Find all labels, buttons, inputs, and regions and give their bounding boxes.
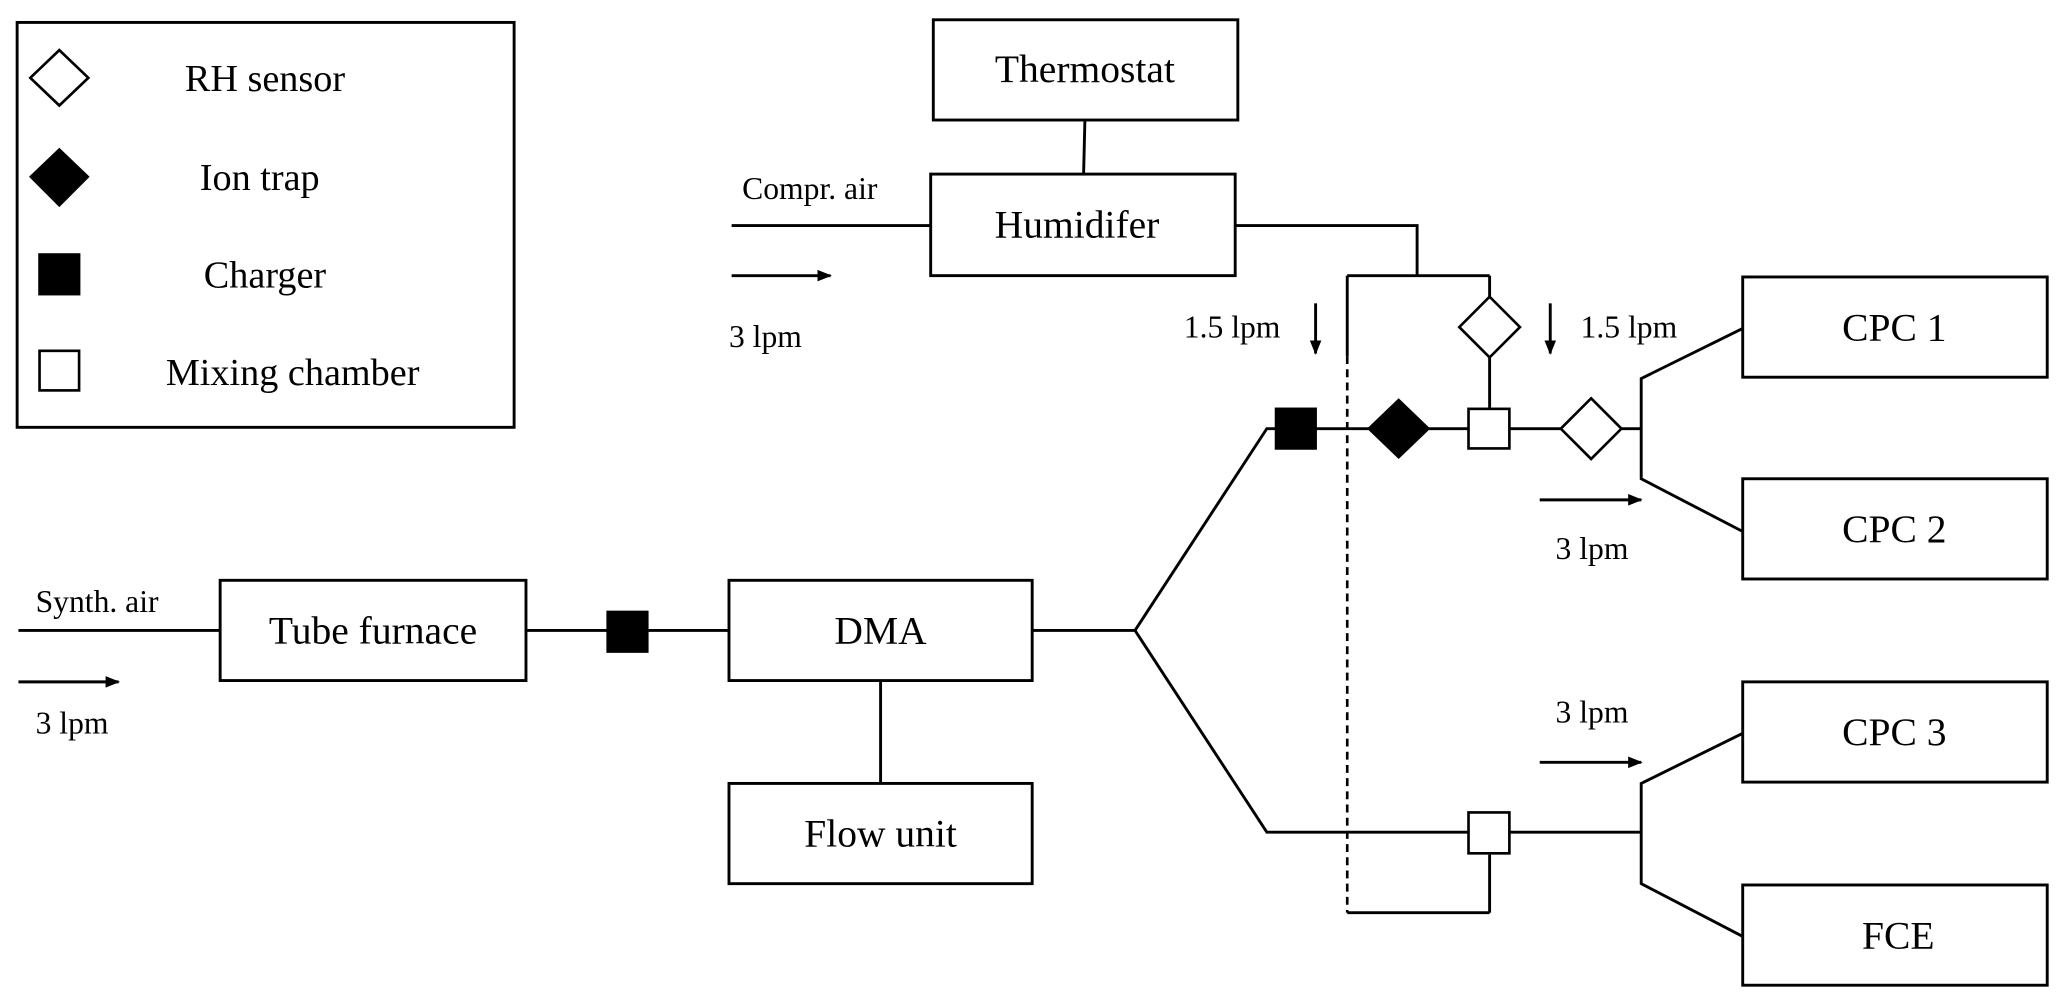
legend-frame — [15, 20, 516, 429]
compressed-air-flow-label: 3 lpm — [729, 319, 802, 354]
fce-box — [1741, 883, 2049, 987]
charger-icon — [606, 610, 649, 653]
flow-unit-box — [727, 781, 1034, 886]
tube-furnace-label: Tube furnace — [269, 609, 477, 653]
mixing-chamber-icon — [1467, 811, 1511, 855]
legend-label-charger: Charger — [204, 255, 327, 297]
rh-sensor-icon — [28, 48, 91, 108]
humidifier-box — [929, 172, 1237, 278]
ion-trap-icon — [29, 147, 90, 208]
thermostat-box — [931, 18, 1240, 122]
rh-sensor-icon — [1558, 396, 1624, 461]
legend-label-mixing-chamber: Mixing chamber — [166, 352, 420, 394]
rh-sensor-icon — [1457, 294, 1522, 360]
cpc1-cpc2-split-line — [1639, 327, 1744, 533]
compressed-air-label: Compr. air — [742, 171, 878, 206]
thermostat-link — [1082, 119, 1087, 175]
flow-unit-label: Flow unit — [804, 812, 957, 856]
upper-branch-line — [1133, 427, 1642, 632]
cpc3-fce-split-line — [1639, 732, 1744, 938]
synthetic-air-label: Synth. air — [36, 584, 159, 619]
split-left-flow-label: 1.5 lpm — [1184, 310, 1281, 345]
split-right-flow-label: 1.5 lpm — [1581, 310, 1678, 345]
cpc2-box — [1741, 477, 2049, 581]
lower-branch-flow-label: 3 lpm — [1556, 695, 1629, 730]
ion-trap-icon — [1367, 398, 1431, 459]
humidifier-label: Humidifer — [995, 202, 1160, 246]
cpc3-label: CPC 3 — [1842, 710, 1946, 754]
legend-label-rh-sensor: RH sensor — [185, 58, 346, 100]
fce-label: FCE — [1862, 913, 1935, 957]
legend-label-ion-trap: Ion trap — [200, 157, 320, 199]
lower-branch-line — [1133, 629, 1642, 834]
mixing-chamber-icon — [1467, 407, 1511, 450]
mixing-chamber-icon — [38, 349, 81, 392]
cpc1-label: CPC 1 — [1842, 305, 1946, 349]
thermostat-label: Thermostat — [995, 47, 1175, 91]
dma-box — [727, 578, 1034, 683]
synthetic-air-flow-label: 3 lpm — [36, 705, 109, 740]
upper-branch-flow-label: 3 lpm — [1556, 531, 1629, 566]
charger-icon — [1274, 407, 1317, 450]
charger-icon — [38, 253, 81, 296]
dma-label: DMA — [834, 609, 927, 653]
cpc3-box — [1741, 680, 2049, 784]
humid-outlet-line — [1235, 224, 1419, 276]
legend: RH sensor Ion trap Charger Mixing chambe… — [15, 20, 516, 429]
cpc1-box — [1741, 275, 2049, 379]
tube-furnace-box — [218, 578, 528, 683]
cpc2-label: CPC 2 — [1842, 507, 1946, 551]
